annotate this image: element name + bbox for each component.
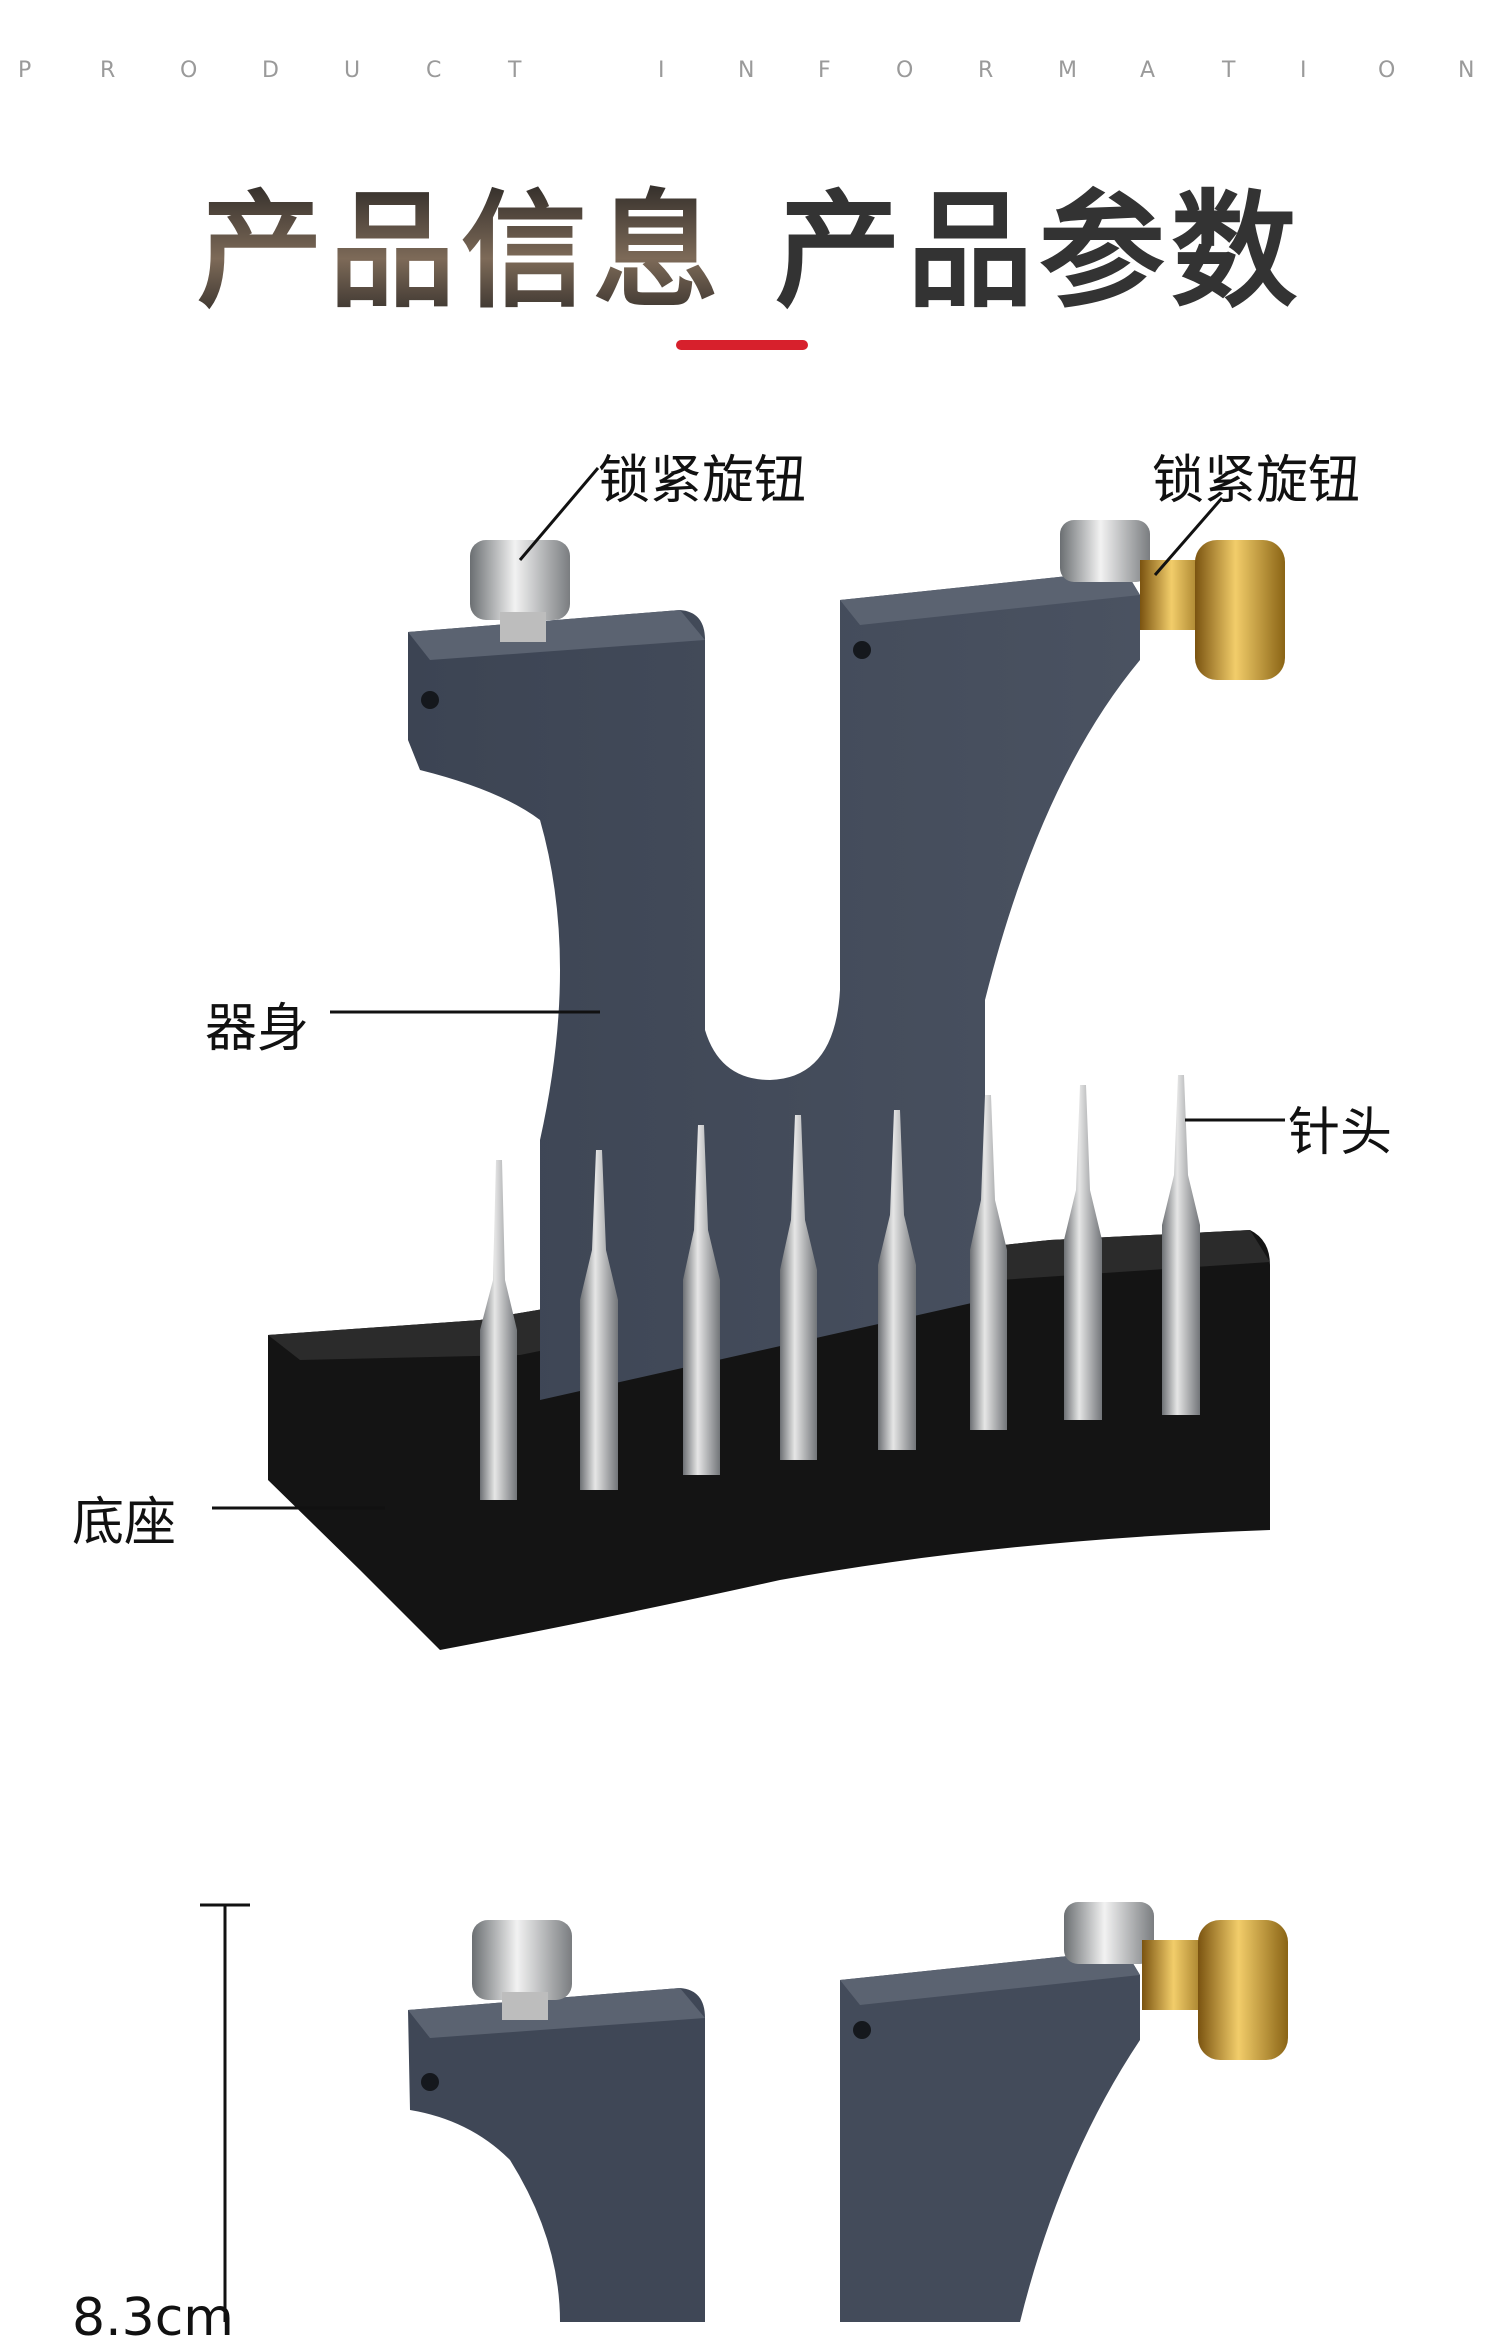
product-illustration bbox=[212, 467, 1285, 1650]
eyebrow-letter: R bbox=[978, 58, 994, 83]
label-base: 底座 bbox=[72, 1493, 177, 1553]
eyebrow-letter: F bbox=[818, 58, 831, 83]
body-frame-top bbox=[408, 1988, 705, 2322]
dimension-illustration bbox=[200, 1902, 1288, 2322]
title-product-info: 产品信息 bbox=[197, 178, 725, 325]
eyebrow-letter: I bbox=[658, 58, 665, 83]
eyebrow-letter: A bbox=[1140, 58, 1156, 83]
eyebrow-letter: N bbox=[738, 58, 755, 83]
callout-line-knob-right bbox=[1153, 497, 1224, 576]
locking-knob-right-dim bbox=[1198, 1920, 1288, 2060]
label-body: 器身 bbox=[205, 999, 310, 1059]
eyebrow-letter: D bbox=[262, 58, 279, 83]
eyebrow-letter: T bbox=[1222, 58, 1236, 83]
title-accent-bar bbox=[676, 340, 808, 350]
eyebrow-letter: O bbox=[180, 58, 198, 83]
label-locking-knob-left: 锁紧旋钮 bbox=[598, 451, 807, 511]
eyebrow-letter: T bbox=[508, 58, 522, 83]
callout-line-knob-left bbox=[518, 467, 600, 561]
label-locking-knob-right: 锁紧旋钮 bbox=[1152, 451, 1361, 511]
locking-knob-left-dim bbox=[472, 1920, 572, 2000]
locking-knob-right bbox=[1195, 540, 1285, 680]
locking-knob-left bbox=[470, 540, 570, 620]
eyebrow-letter: P bbox=[18, 58, 32, 83]
eyebrow-letter: C bbox=[426, 58, 442, 83]
label-needle: 针头 bbox=[1288, 1103, 1393, 1163]
eyebrow-letter: U bbox=[344, 58, 361, 83]
label-height: 8.3cm bbox=[72, 2288, 234, 2348]
body-frame bbox=[408, 570, 1140, 1400]
page-title: 产品信息产品参数 bbox=[0, 150, 1500, 332]
eyebrow-letter: R bbox=[100, 58, 116, 83]
eyebrow-product-information: P R O D U C T I N F O R M A T I O N bbox=[0, 58, 1500, 88]
title-product-params: 产品参数 bbox=[775, 178, 1303, 325]
product-diagram: 锁紧旋钮 锁紧旋钮 器身 针头 底座 bbox=[72, 451, 1393, 1650]
eyebrow-letter: O bbox=[896, 58, 914, 83]
dimension-view: 8.3cm bbox=[0, 1860, 1500, 2348]
needle-set bbox=[480, 1075, 1200, 1500]
eyebrow-letter: I bbox=[1300, 58, 1307, 83]
eyebrow-letter: O bbox=[1378, 58, 1396, 83]
eyebrow-letter: N bbox=[1458, 58, 1475, 83]
eyebrow-letter: M bbox=[1058, 58, 1077, 83]
